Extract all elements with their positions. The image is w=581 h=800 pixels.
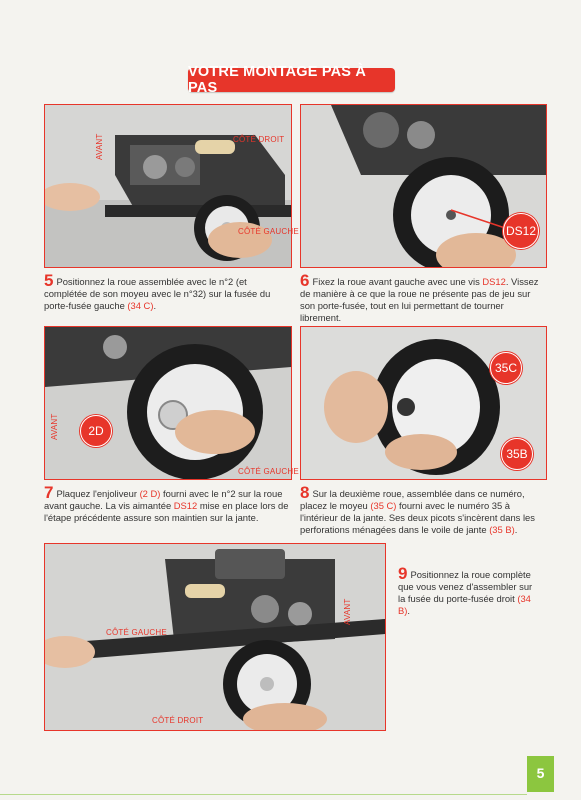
step-9-photo bbox=[44, 543, 386, 731]
footer-line bbox=[0, 794, 527, 795]
step-9-ref: (34 B) bbox=[398, 593, 531, 616]
step-5-photo bbox=[44, 104, 292, 268]
section-banner: VOTRE MONTAGE PAS À PAS bbox=[188, 64, 395, 96]
step-5-number: 5 bbox=[44, 271, 54, 290]
step-7-number: 7 bbox=[44, 483, 54, 502]
step-9-label-left: CÔTÉ GAUCHE bbox=[106, 628, 167, 637]
step-7-badge: 2D bbox=[80, 415, 112, 447]
step-8-badge-35c: 35C bbox=[490, 352, 522, 384]
step-5-label-right: CÔTÉ DROIT bbox=[233, 135, 285, 144]
page-number: 5 bbox=[527, 756, 554, 792]
step-7-photo bbox=[44, 326, 292, 480]
banner-title: VOTRE MONTAGE PAS À PAS bbox=[188, 64, 367, 96]
step-9-label-right: CÔTÉ DROIT bbox=[152, 716, 204, 725]
step-6-ref: DS12 bbox=[482, 276, 506, 287]
step-6-badge: DS12 bbox=[503, 213, 539, 249]
step-6-photo bbox=[300, 104, 547, 268]
step-5-ref: (34 C) bbox=[127, 300, 154, 311]
step-5-label-front: AVANT bbox=[95, 133, 104, 160]
step-8-ref: (35 C) bbox=[370, 500, 397, 511]
step-6-number: 6 bbox=[300, 271, 310, 290]
step-8-ref2: (35 B) bbox=[489, 524, 515, 535]
step-9-label-front: AVANT bbox=[343, 598, 352, 625]
step-7-ref2: DS12 bbox=[173, 500, 198, 511]
step-8-badge-35b: 35B bbox=[501, 438, 533, 470]
step-9-number: 9 bbox=[398, 564, 408, 583]
step-7-label-left: CÔTÉ GAUCHE bbox=[238, 467, 299, 476]
step-7-label-front: AVANT bbox=[50, 413, 59, 440]
step-7-ref: (2 D) bbox=[139, 488, 161, 499]
step-5-label-left: CÔTÉ GAUCHE bbox=[238, 227, 299, 236]
step-8-number: 8 bbox=[300, 483, 310, 502]
